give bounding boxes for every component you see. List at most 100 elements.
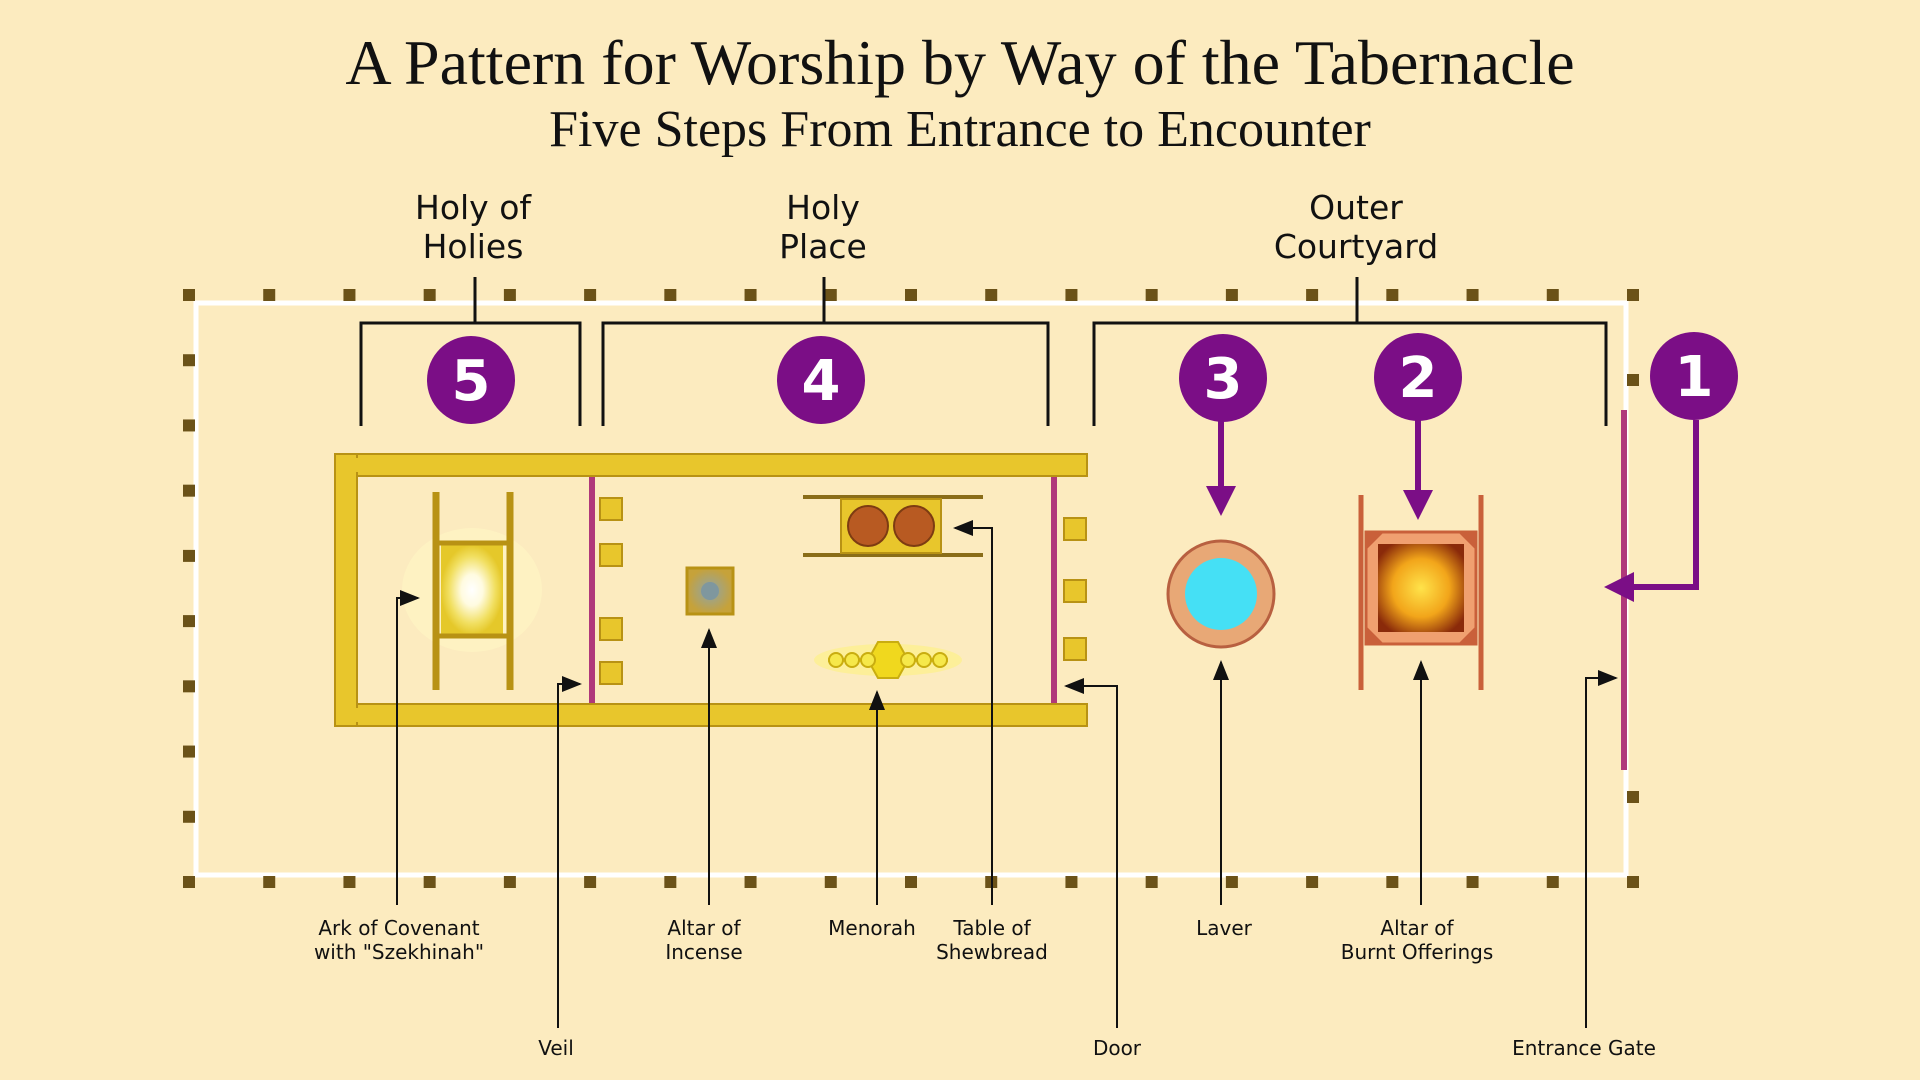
menorah (814, 641, 962, 679)
courtyard-post (183, 615, 195, 628)
label-table-of-shewbread: Table of Shewbread (872, 916, 1112, 964)
label-menorah: Menorah (752, 916, 992, 940)
courtyard-post (423, 876, 436, 888)
leader-veil (557, 676, 582, 1028)
label-line: Entrance Gate (1512, 1036, 1656, 1060)
veil-pillar (599, 543, 623, 567)
section-label-line: Holy of (415, 188, 531, 227)
menorah-lamp (860, 652, 876, 668)
menorah-lamps (828, 652, 948, 668)
courtyard-post (183, 680, 195, 693)
tabernacle-building (334, 453, 1088, 727)
label-line: Shewbread (936, 940, 1048, 964)
veil-pillar (599, 497, 623, 521)
ark-mercy-seat (441, 545, 503, 635)
courtyard-post (1627, 791, 1639, 803)
incense-smoke (701, 582, 719, 600)
label-line: Ark of Covenant (318, 916, 480, 940)
step-circle (1179, 334, 1267, 422)
altar-horn (1458, 532, 1476, 550)
courtyard-post (584, 289, 597, 301)
courtyard-post (905, 289, 917, 301)
label-line: Menorah (828, 916, 916, 940)
courtyard-posts (183, 289, 1639, 888)
courtyard-post (1145, 876, 1158, 888)
courtyard-post (1306, 289, 1319, 301)
label-ark-of-covenant: Ark of Covenant with "Szekhinah" (279, 916, 519, 964)
label-altar-of-incense: Altar of Incense (584, 916, 824, 964)
veil-pillar (599, 661, 623, 685)
label-line: Altar of (667, 916, 741, 940)
courtyard-post (1627, 289, 1639, 301)
label-line: Door (1092, 1036, 1142, 1060)
veil-pillar (599, 617, 623, 641)
courtyard-post (423, 289, 436, 301)
courtyard-post (584, 876, 597, 888)
courtyard-post (664, 876, 677, 888)
label-entrance-gate: Entrance Gate (1464, 1036, 1704, 1060)
ark-of-covenant (402, 492, 542, 690)
courtyard-post (1466, 876, 1479, 888)
wall-fill-top (339, 458, 1083, 472)
courtyard-post (1065, 876, 1078, 888)
diagram-title: A Pattern for Worship by Way of the Tabe… (345, 27, 1575, 98)
courtyard-post (664, 289, 677, 301)
courtyard-post (1065, 289, 1078, 301)
label-line: with "Szekhinah" (313, 940, 485, 964)
courtyard-post (183, 810, 195, 823)
label-door: Door (997, 1036, 1237, 1060)
courtyard-post (1306, 876, 1319, 888)
door-pillar (1063, 517, 1087, 541)
courtyard-post (183, 745, 195, 758)
courtyard-post (343, 289, 356, 301)
section-label-line: Courtyard (1273, 227, 1439, 266)
label-line: Altar of (1380, 916, 1454, 940)
tabernacle-pillars (599, 497, 1087, 685)
leader-ark (396, 590, 420, 905)
label-laver: Laver (1104, 916, 1344, 940)
step-number: 4 (802, 349, 841, 414)
label-line: Veil (538, 1036, 574, 1060)
courtyard-post (183, 289, 195, 301)
courtyard-post (824, 876, 837, 888)
diagram-subtitle: Five Steps From Entrance to Encounter (549, 101, 1371, 158)
step-number: 3 (1204, 347, 1243, 412)
step-circle (1650, 332, 1738, 420)
label-altar-of-burnt-offerings: Altar of Burnt Offerings (1297, 916, 1537, 964)
courtyard-post (1225, 876, 1238, 888)
courtyard-post (263, 876, 276, 888)
step-badge-3: 3 (1179, 334, 1267, 422)
courtyard-post (1546, 876, 1559, 888)
door-pillar (1063, 637, 1087, 661)
step-number: 1 (1675, 345, 1714, 410)
menorah-lamp (932, 652, 948, 668)
altar-fire (1378, 544, 1464, 632)
label-line: Table of (953, 916, 1031, 940)
courtyard-post (183, 549, 195, 562)
courtyard-post (1627, 374, 1639, 386)
step-badge-1: 1 (1650, 332, 1738, 420)
courtyard-post (343, 876, 356, 888)
section-label-outer-courtyard: Outer Courtyard (1206, 188, 1506, 266)
step-1-arrow (1604, 420, 1699, 602)
courtyard-post (1145, 289, 1158, 301)
courtyard-post (183, 419, 195, 432)
courtyard-post (744, 289, 757, 301)
shewbread-loaf (847, 505, 889, 547)
menorah-lamp (828, 652, 844, 668)
courtyard-post (744, 876, 757, 888)
altar-horn (1366, 532, 1384, 550)
menorah-lamp (900, 652, 916, 668)
label-veil: Veil (436, 1036, 676, 1060)
courtyard-post (1225, 289, 1238, 301)
courtyard-post (905, 876, 917, 888)
door-pillar (1063, 579, 1087, 603)
step-circle (427, 336, 515, 424)
laver-water (1185, 558, 1257, 630)
altar-horn (1366, 626, 1384, 644)
label-line: Laver (1196, 916, 1252, 940)
courtyard-post (1386, 876, 1399, 888)
section-label-line: Outer (1309, 188, 1403, 227)
step-arrows (1206, 420, 1699, 602)
